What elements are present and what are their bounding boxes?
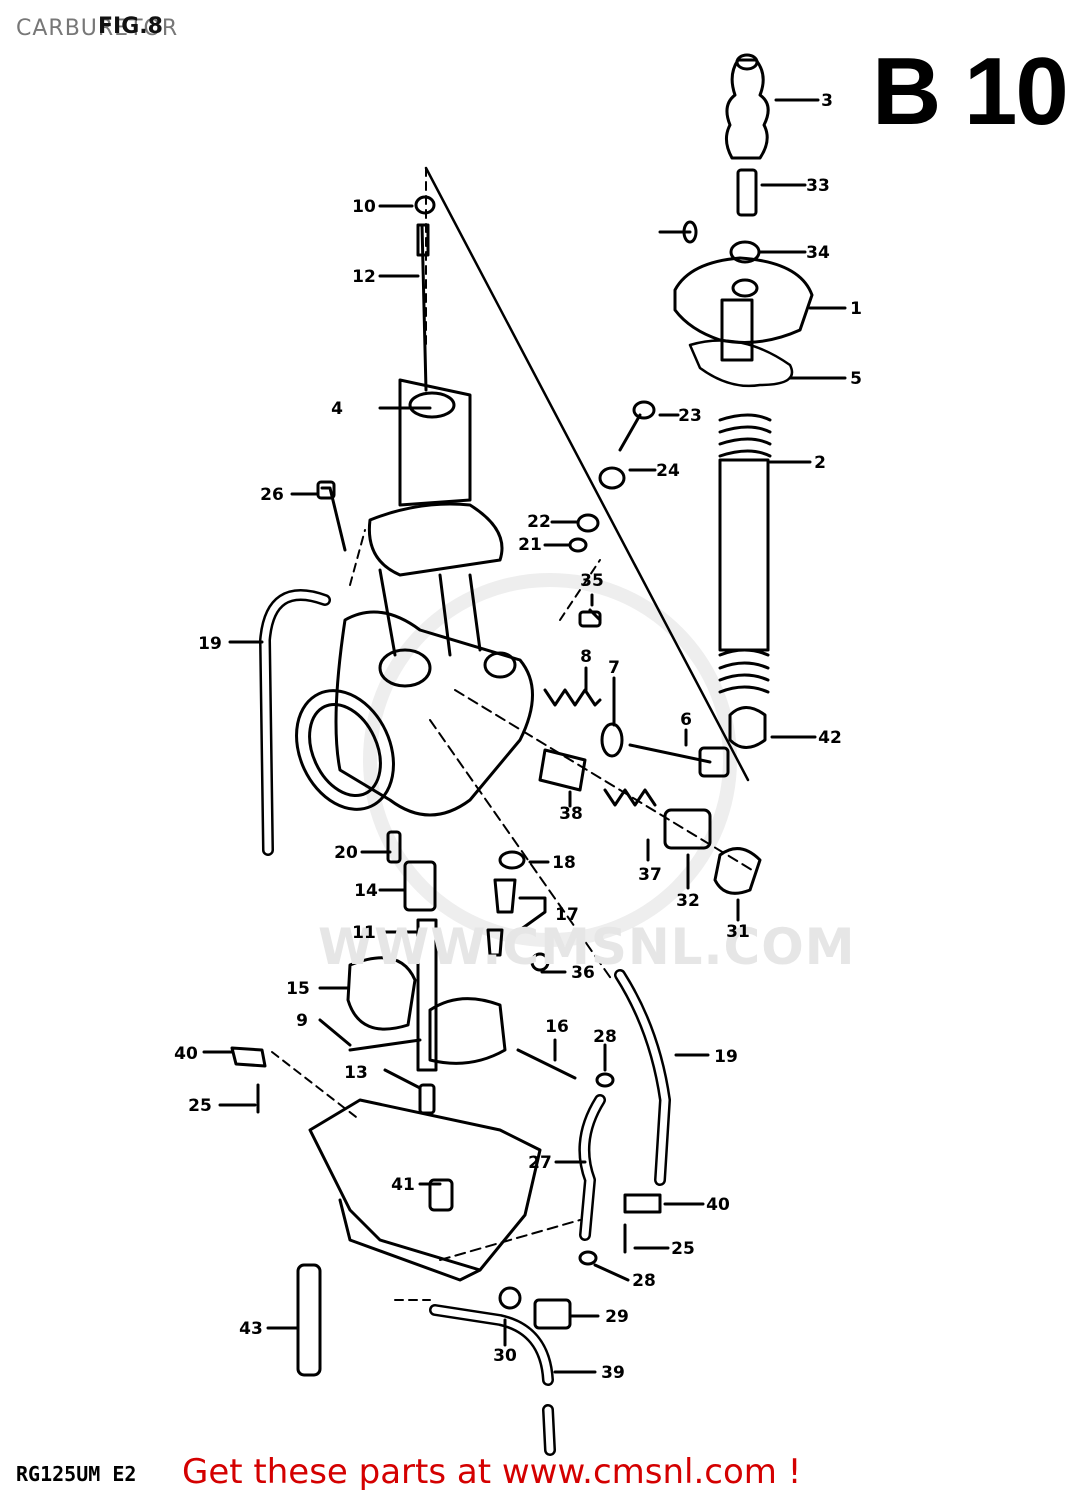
- callout-26[interactable]: 26: [260, 485, 284, 505]
- callout-17[interactable]: 17: [555, 905, 579, 925]
- callout-25-left[interactable]: 25: [188, 1096, 212, 1116]
- callout-40-right[interactable]: 40: [706, 1195, 730, 1215]
- callout-27[interactable]: 27: [528, 1153, 552, 1173]
- model-code: RG125UM E2: [16, 1462, 137, 1486]
- callout-2[interactable]: 2: [814, 453, 826, 473]
- callout-23[interactable]: 23: [678, 406, 702, 426]
- callout-8[interactable]: 8: [580, 647, 592, 667]
- callout-41[interactable]: 41: [391, 1175, 415, 1195]
- callout-1[interactable]: 1: [850, 299, 862, 319]
- callout-37[interactable]: 37: [638, 865, 662, 885]
- callout-3[interactable]: 3: [821, 91, 833, 111]
- callout-15[interactable]: 15: [286, 979, 310, 999]
- callout-30[interactable]: 30: [493, 1346, 517, 1366]
- callout-24[interactable]: 24: [656, 461, 680, 481]
- callout-33[interactable]: 33: [806, 176, 830, 196]
- shop-link[interactable]: Get these parts at www.cmsnl.com !: [182, 1452, 802, 1492]
- callout-9[interactable]: 9: [296, 1011, 308, 1031]
- callout-38[interactable]: 38: [559, 804, 583, 824]
- callout-12[interactable]: 12: [352, 267, 376, 287]
- callout-21[interactable]: 21: [518, 535, 542, 555]
- callout-39[interactable]: 39: [601, 1363, 625, 1383]
- callout-28-top[interactable]: 28: [593, 1027, 617, 1047]
- callout-43[interactable]: 43: [239, 1319, 263, 1339]
- page-code: B 10: [872, 38, 1069, 145]
- callout-35[interactable]: 35: [580, 571, 604, 591]
- callout-19-right[interactable]: 19: [714, 1047, 738, 1067]
- callout-40-left[interactable]: 40: [174, 1044, 198, 1064]
- diagram-title: CARBURETOR: [16, 16, 179, 41]
- callout-19-left[interactable]: 19: [198, 634, 222, 654]
- callout-22[interactable]: 22: [527, 512, 551, 532]
- callout-14[interactable]: 14: [354, 881, 378, 901]
- callout-42[interactable]: 42: [818, 728, 842, 748]
- callout-4[interactable]: 4: [331, 399, 343, 419]
- callout-29[interactable]: 29: [605, 1307, 629, 1327]
- figure-number: FIG.8: [98, 14, 163, 39]
- callout-5[interactable]: 5: [850, 369, 862, 389]
- callout-28-bottom[interactable]: 28: [632, 1271, 656, 1291]
- callout-31[interactable]: 31: [726, 922, 750, 942]
- watermark-text: WWW.CMSNL.COM: [318, 918, 856, 976]
- callout-16[interactable]: 16: [545, 1017, 569, 1037]
- callout-10[interactable]: 10: [352, 197, 376, 217]
- callout-20[interactable]: 20: [334, 843, 358, 863]
- callout-11[interactable]: 11: [352, 923, 376, 943]
- callout-6[interactable]: 6: [680, 710, 692, 730]
- callout-13[interactable]: 13: [344, 1063, 368, 1083]
- callout-25-right[interactable]: 25: [671, 1239, 695, 1259]
- callout-7[interactable]: 7: [608, 658, 620, 678]
- callout-36[interactable]: 36: [571, 963, 595, 983]
- callout-18[interactable]: 18: [552, 853, 576, 873]
- callout-34[interactable]: 34: [806, 243, 830, 263]
- callout-32[interactable]: 32: [676, 891, 700, 911]
